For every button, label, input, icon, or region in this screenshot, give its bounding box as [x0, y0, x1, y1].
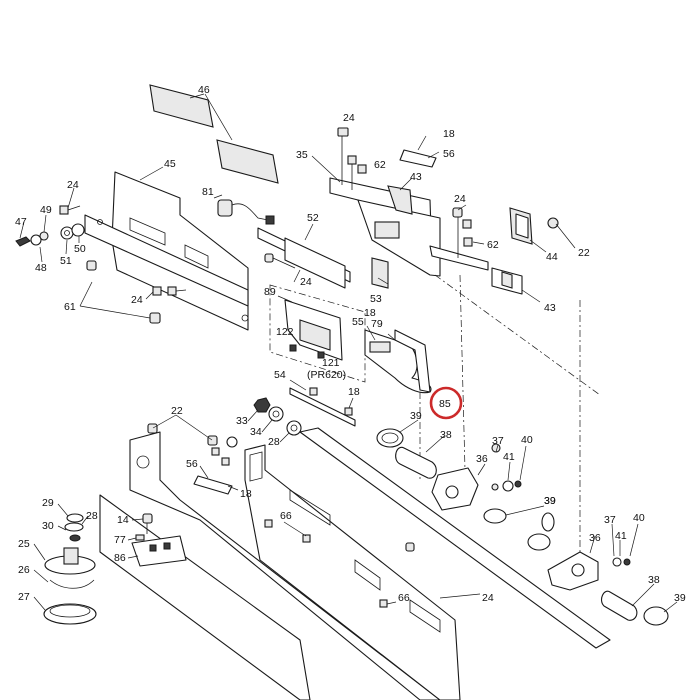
callout-79: 79 — [371, 318, 383, 330]
callout-53: 53 — [370, 293, 382, 305]
callout-85: 85 — [439, 398, 451, 410]
callout-51: 51 — [60, 255, 72, 267]
callout-40: 40 — [521, 434, 533, 446]
block-43-right — [491, 267, 541, 303]
plate-56-lower — [193, 457, 239, 495]
callout-18: 18 — [364, 307, 376, 319]
callout-24: 24 — [67, 179, 79, 191]
callout-27: 27 — [18, 591, 30, 603]
screws-66-24-lower — [264, 519, 481, 608]
block-86 — [127, 513, 187, 567]
callout-35: 35 — [296, 149, 308, 161]
callout-labels: 46 45 81 24 47 49 48 51 50 61 24 24 35 6… — [15, 84, 686, 604]
callout-40: 40 — [633, 512, 645, 524]
callout-28: 28 — [86, 510, 98, 522]
callout-37: 37 — [492, 435, 504, 447]
callout-18: 18 — [443, 128, 455, 140]
callout-39: 39 — [674, 592, 686, 604]
callout-61: 61 — [64, 301, 76, 313]
roller-group-upper — [376, 419, 545, 524]
side-plate-45 — [84, 166, 249, 331]
callout-54: 54 — [274, 369, 286, 381]
callout-48: 48 — [35, 262, 47, 274]
callout-38: 38 — [440, 429, 452, 441]
roller-group-lower — [527, 512, 678, 626]
callout-30: 30 — [42, 520, 54, 532]
lower-screws-22 — [147, 414, 238, 456]
callout-29: 29 — [42, 497, 54, 509]
callout-49: 49 — [40, 204, 52, 216]
sensor-81 — [213, 194, 275, 225]
callout-121: 121 — [322, 357, 340, 369]
callout-37: 37 — [604, 514, 616, 526]
callout-56: 56 — [186, 458, 198, 470]
callout-43: 43 — [544, 302, 556, 314]
collars-33-34-28 — [247, 397, 302, 443]
callout-41: 41 — [615, 530, 627, 542]
callout-46: 46 — [198, 84, 210, 96]
callout-36: 36 — [476, 453, 488, 465]
callout-36: 36 — [589, 532, 601, 544]
label-plate-upper — [149, 84, 214, 128]
callout-33: 33 — [236, 415, 248, 427]
callout-86: 86 — [114, 552, 126, 564]
actuator-44 — [509, 207, 576, 253]
callout-25: 25 — [18, 538, 30, 550]
callout-62: 62 — [374, 159, 386, 171]
callout-18: 18 — [348, 386, 360, 398]
left-fasteners — [15, 187, 97, 271]
callout-122: 122 — [276, 326, 294, 338]
callout-39: 39 — [544, 495, 556, 507]
callout-24: 24 — [131, 294, 143, 306]
callout-26: 26 — [18, 564, 30, 576]
callout-56: 56 — [443, 148, 455, 160]
callout-66: 66 — [398, 592, 410, 604]
callout-77: 77 — [114, 534, 126, 546]
callout-39: 39 — [544, 495, 556, 507]
callout-22: 22 — [578, 247, 590, 259]
callout-24: 24 — [343, 112, 355, 124]
callout-89: 89 — [264, 286, 276, 298]
callout-52: 52 — [307, 212, 319, 224]
callout-38: 38 — [648, 574, 660, 586]
callout-24: 24 — [454, 193, 466, 205]
screws-61-24 — [79, 281, 187, 324]
callout-66: 66 — [280, 510, 292, 522]
main-frame-assembly — [99, 274, 611, 700]
callout-81: 81 — [202, 186, 214, 198]
callout-55: 55 — [352, 316, 364, 328]
callout-43: 43 — [410, 171, 422, 183]
callout-45: 45 — [164, 158, 176, 170]
label-plate-lower — [216, 139, 279, 184]
highlight-ring-85 — [429, 386, 463, 420]
callout-34: 34 — [250, 426, 262, 438]
gear-stack — [33, 503, 97, 625]
rail-52 — [257, 223, 389, 289]
bracket-35 — [311, 127, 441, 277]
callout-14: 14 — [117, 514, 129, 526]
callout-50: 50 — [74, 243, 86, 255]
callout-47: 47 — [15, 216, 27, 228]
callout-44: 44 — [546, 251, 558, 263]
sensor-housing-89 — [269, 284, 366, 383]
callout-24: 24 — [482, 592, 494, 604]
lever-85 — [364, 325, 432, 394]
callout-22: 22 — [171, 405, 183, 417]
label-plate-46-group — [149, 84, 279, 184]
callout-39: 39 — [410, 410, 422, 422]
callout-18: 18 — [240, 488, 252, 500]
bracket-right — [429, 204, 489, 271]
callout-28: 28 — [268, 436, 280, 448]
callout-pr620: (PR620) — [307, 369, 346, 381]
callout-62: 62 — [487, 239, 499, 251]
callout-24: 24 — [300, 276, 312, 288]
callout-41: 41 — [503, 451, 515, 463]
bar-54 — [289, 379, 356, 427]
